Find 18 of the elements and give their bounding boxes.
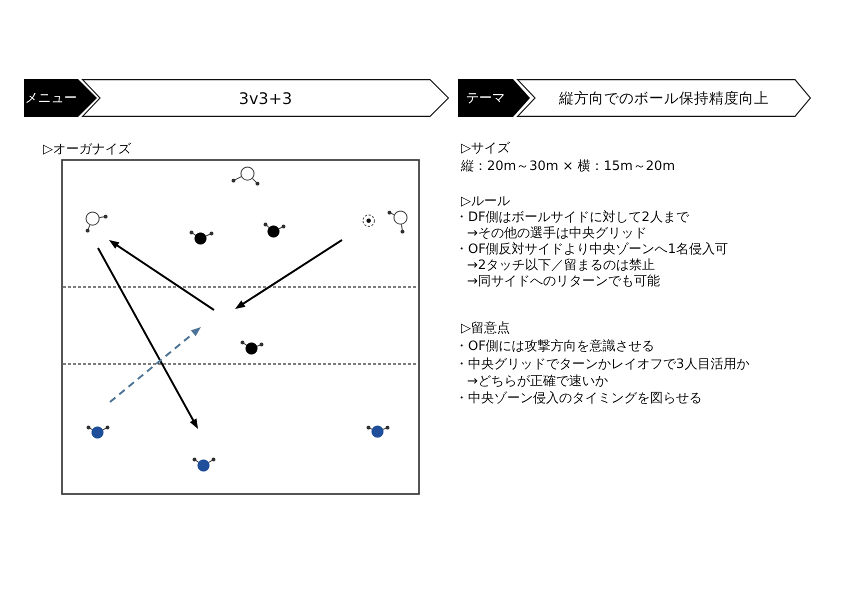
section-heading: ▷オーガナイズ (43, 142, 131, 158)
size-text: 縦：20m～30m × 横：15m～20m (461, 159, 675, 175)
section-heading: ▷ルール (461, 194, 510, 210)
bullet-text: ・OF側反対サイドより中央ゾーンへ1名侵入可 (455, 242, 728, 258)
sub-bullet-text: →2タッチ以下／留まるのは禁止 (467, 258, 656, 274)
sub-bullet-text: →同サイドへのリターンでも可能 (467, 274, 660, 290)
bullet-text: ・中央グリッドでターンかレイオフで3人目活用か (455, 357, 750, 373)
header-tag: テーマ (458, 79, 530, 117)
bullet-text: ・中央ゾーン侵入のタイミングを図らせる (455, 391, 702, 407)
bullet-text: ・OF側には攻撃方向を意識させる (455, 339, 655, 355)
section-heading: ▷サイズ (461, 141, 510, 157)
sub-bullet-text: →どちらが正確で速いか (467, 374, 608, 390)
header-banner: 縦方向でのボール保持精度向上 (517, 79, 811, 117)
header-banner: 3v3+3 (82, 79, 449, 117)
section-heading: ▷留意点 (461, 321, 510, 337)
sub-bullet-text: →その他の選手は中央グリッド (467, 226, 647, 242)
header-tag: メニュー (24, 79, 97, 117)
bullet-text: ・DF側はボールサイドに対して2人まで (455, 210, 689, 226)
